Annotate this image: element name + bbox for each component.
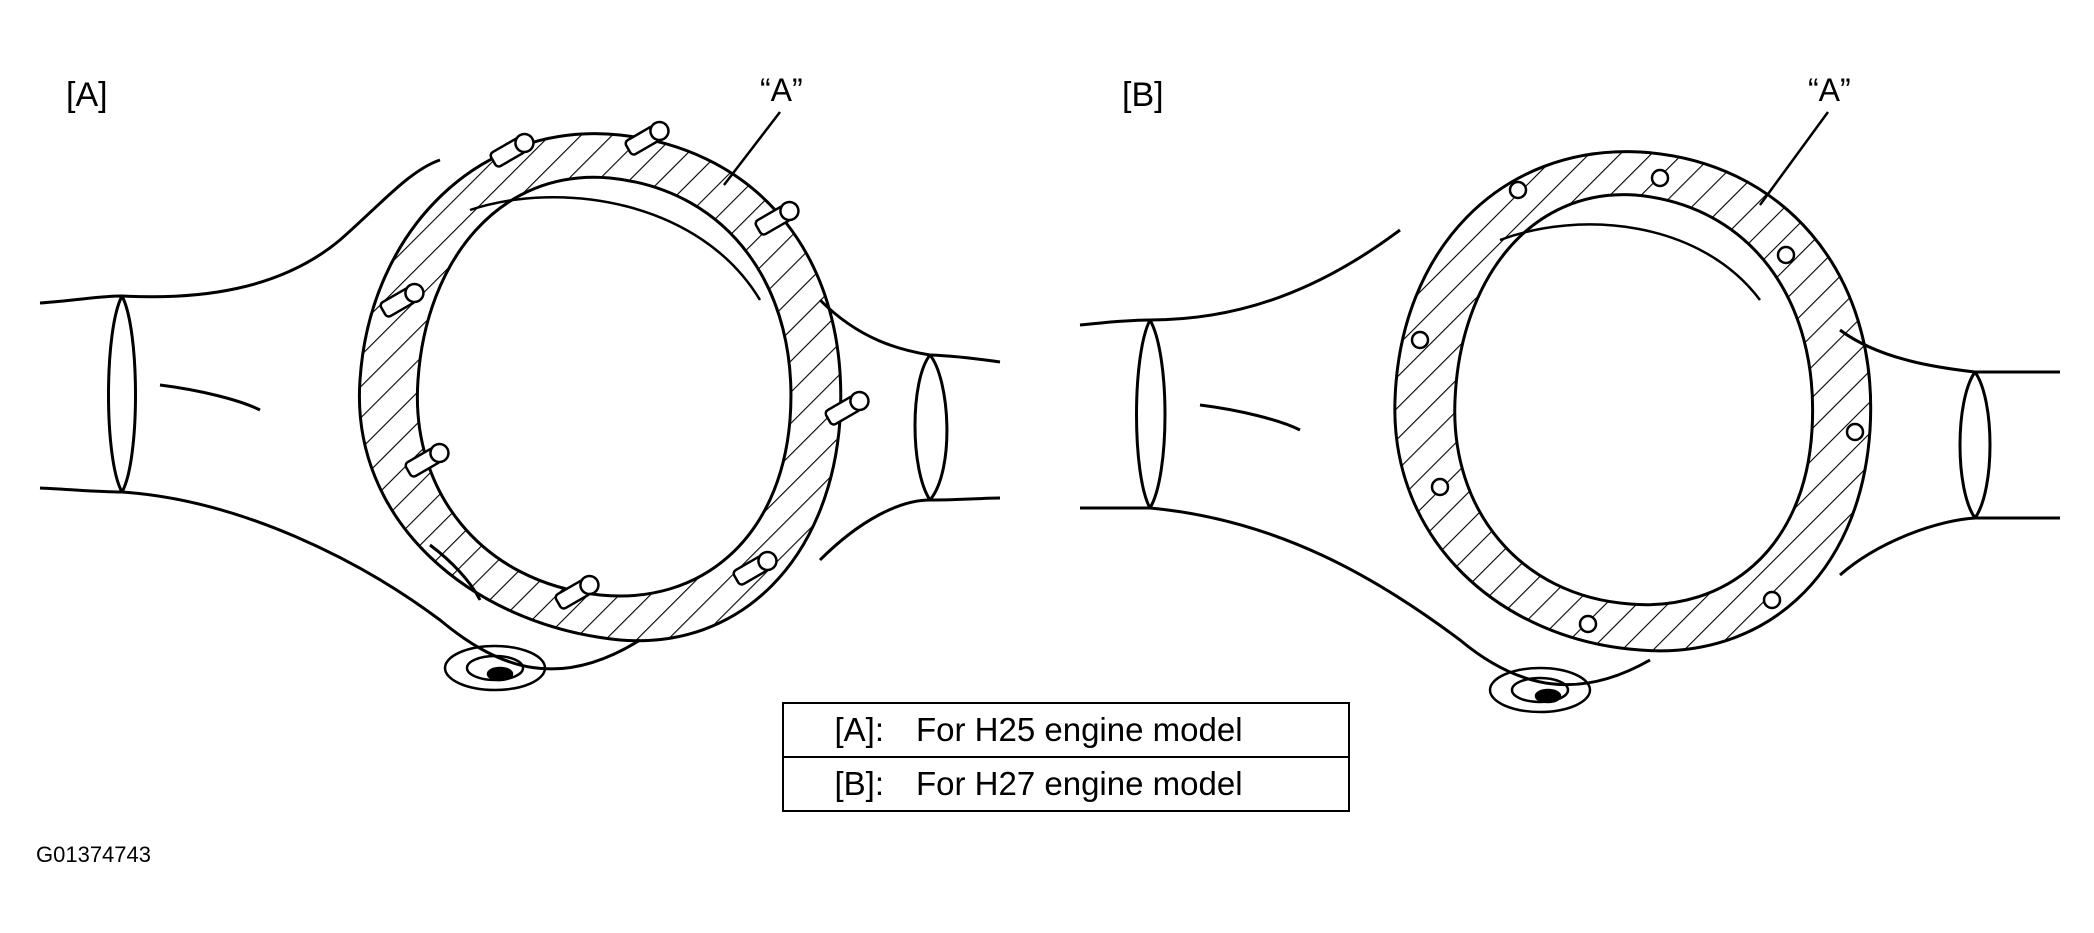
- housing-b: [1079, 228, 2060, 687]
- legend-key: [A]:: [834, 711, 884, 748]
- legend-key: [B]:: [834, 765, 884, 802]
- drain-plug-a: [443, 644, 547, 692]
- panel-b-label: [B]: [1122, 76, 1164, 114]
- gasket-ring-a: [357, 132, 843, 643]
- legend-text: For H25 engine model: [916, 711, 1243, 748]
- legend-table: [A]: For H25 engine model [B]: For H27 eng…: [782, 702, 1350, 812]
- callout-leader-b: [1758, 111, 1830, 206]
- studs-a: [379, 120, 870, 610]
- panel-a-label: [A]: [66, 76, 108, 114]
- legend-text: For H27 engine model: [916, 765, 1243, 802]
- callout-a-left: “A”: [760, 72, 803, 108]
- gasket-ring-b: [1393, 150, 1873, 653]
- stud-holes-b: [1410, 168, 1865, 634]
- legend-row: [B]: For H27 engine model: [782, 756, 1350, 812]
- callout-leader-a: [723, 111, 781, 186]
- drain-plug-b: [1488, 666, 1592, 714]
- housing-a: [39, 158, 1001, 671]
- figure-id: G01374743: [36, 842, 151, 867]
- legend-row: [A]: For H25 engine model: [782, 702, 1350, 758]
- callout-a-right: “A”: [1808, 72, 1851, 108]
